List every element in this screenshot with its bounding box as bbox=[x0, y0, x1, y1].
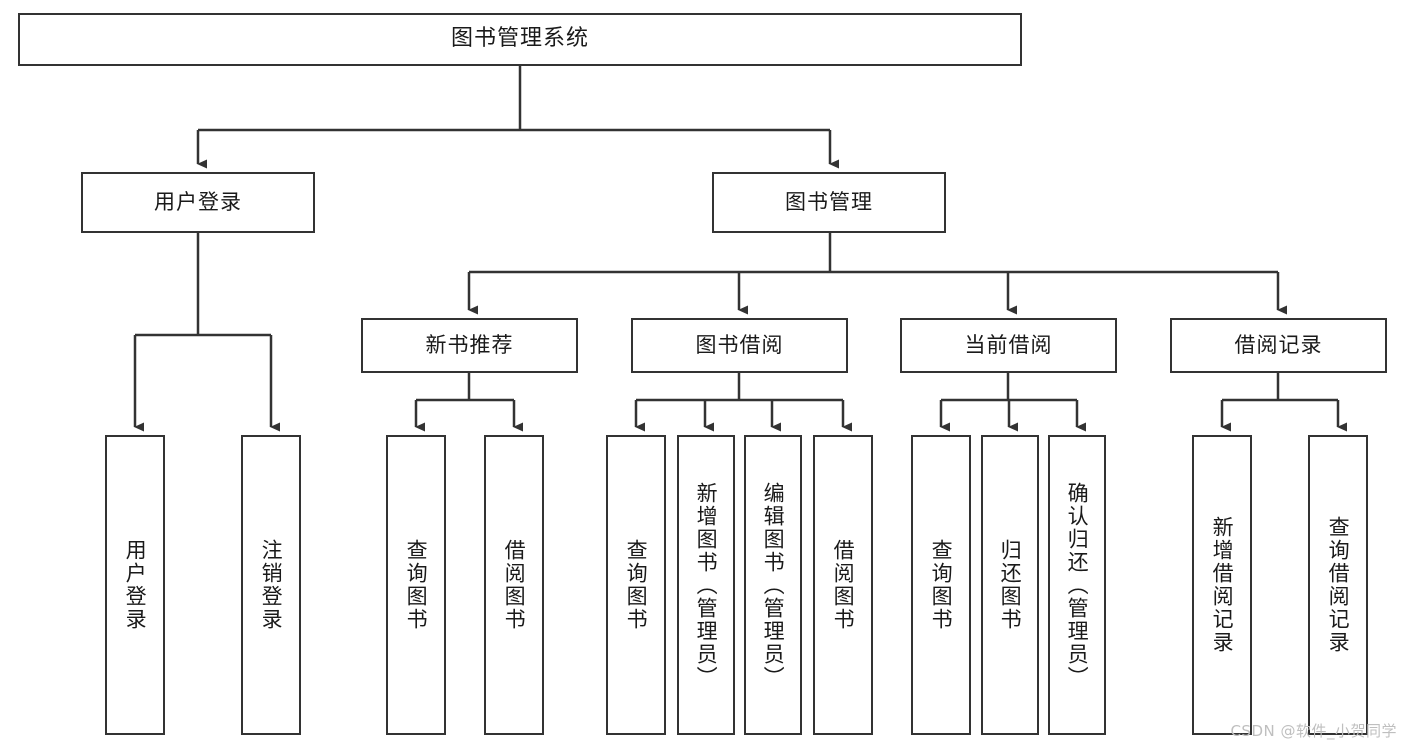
node-root-label: 图书管理系统 bbox=[450, 26, 589, 52]
node-leaf-user-login-label: 用户登录 bbox=[123, 539, 148, 631]
node-leaf-borrow-book-2[interactable]: 借阅图书 bbox=[813, 435, 873, 735]
node-leaf-return-book[interactable]: 归还图书 bbox=[981, 435, 1039, 735]
node-leaf-borrow-book-2-label: 借阅图书 bbox=[831, 539, 856, 631]
node-leaf-edit-book-admin[interactable]: 编辑图书（管理员） bbox=[744, 435, 802, 735]
node-leaf-logout-login-label: 注销登录 bbox=[259, 539, 284, 631]
node-leaf-query-book-3[interactable]: 查询图书 bbox=[911, 435, 971, 735]
node-user-login[interactable]: 用户登录 bbox=[81, 172, 315, 233]
node-current-borrow-label: 当前借阅 bbox=[964, 332, 1053, 357]
node-leaf-add-book-admin-label: 新增图书（管理员） bbox=[694, 481, 719, 689]
node-book-manage-label: 图书管理 bbox=[785, 189, 873, 214]
node-leaf-query-borrow-record-label: 查询借阅记录 bbox=[1326, 516, 1351, 654]
node-book-manage[interactable]: 图书管理 bbox=[712, 172, 946, 233]
csdn-watermark: CSDN @软件_小贺同学 bbox=[1230, 722, 1397, 740]
node-new-book-recommend-label: 新书推荐 bbox=[425, 332, 514, 357]
node-leaf-add-book-admin[interactable]: 新增图书（管理员） bbox=[677, 435, 735, 735]
node-book-borrow-label: 图书借阅 bbox=[695, 332, 784, 357]
node-leaf-query-borrow-record[interactable]: 查询借阅记录 bbox=[1308, 435, 1368, 735]
node-leaf-query-book-3-label: 查询图书 bbox=[929, 539, 954, 631]
node-leaf-borrow-book-1-label: 借阅图书 bbox=[502, 539, 527, 631]
node-book-borrow[interactable]: 图书借阅 bbox=[631, 318, 848, 373]
node-leaf-edit-book-admin-label: 编辑图书（管理员） bbox=[761, 481, 786, 689]
node-leaf-add-borrow-record[interactable]: 新增借阅记录 bbox=[1192, 435, 1252, 735]
node-root-system[interactable]: 图书管理系统 bbox=[18, 13, 1022, 66]
node-leaf-return-book-label: 归还图书 bbox=[998, 539, 1023, 631]
node-leaf-query-book-1-label: 查询图书 bbox=[404, 539, 429, 631]
node-leaf-query-book-2[interactable]: 查询图书 bbox=[606, 435, 666, 735]
node-leaf-confirm-return-admin-label: 确认归还（管理员） bbox=[1065, 481, 1090, 689]
node-new-book-recommend[interactable]: 新书推荐 bbox=[361, 318, 578, 373]
node-leaf-add-borrow-record-label: 新增借阅记录 bbox=[1210, 516, 1235, 654]
node-current-borrow[interactable]: 当前借阅 bbox=[900, 318, 1117, 373]
node-borrow-record-label: 借阅记录 bbox=[1234, 332, 1323, 357]
node-leaf-user-login[interactable]: 用户登录 bbox=[105, 435, 165, 735]
node-borrow-record[interactable]: 借阅记录 bbox=[1170, 318, 1387, 373]
node-leaf-logout-login[interactable]: 注销登录 bbox=[241, 435, 301, 735]
node-leaf-confirm-return-admin[interactable]: 确认归还（管理员） bbox=[1048, 435, 1106, 735]
node-leaf-query-book-2-label: 查询图书 bbox=[624, 539, 649, 631]
node-leaf-query-book-1[interactable]: 查询图书 bbox=[386, 435, 446, 735]
node-user-login-label: 用户登录 bbox=[154, 189, 242, 214]
node-leaf-borrow-book-1[interactable]: 借阅图书 bbox=[484, 435, 544, 735]
